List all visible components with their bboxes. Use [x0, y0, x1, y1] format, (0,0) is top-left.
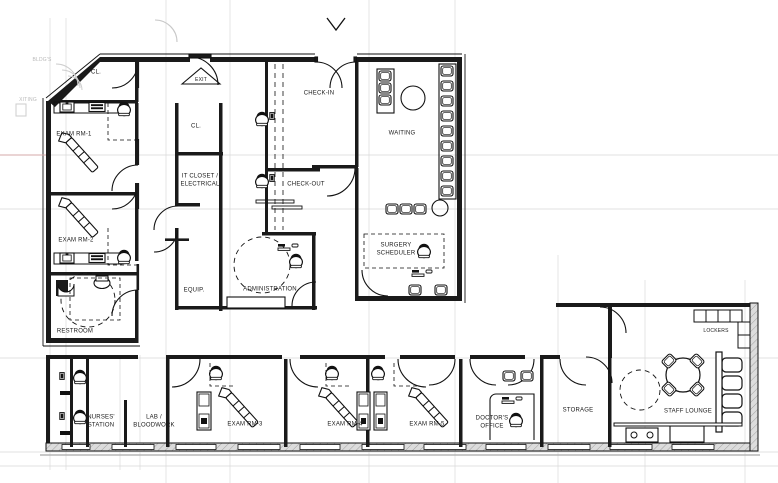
room-label-exam-rm-3: EXAM RM-3	[227, 421, 263, 428]
exterior-walls-upper	[46, 57, 462, 343]
room-label-check-in: CHECK-IN	[303, 90, 335, 97]
room-label-exam-rm-5: EXAM RM-5	[409, 421, 445, 428]
room-label-exam-rm-2: EXAM RM-2	[58, 237, 94, 244]
furniture-checkin-checkout	[254, 64, 303, 230]
room-label-nurses-station: NURSES' STATION	[87, 414, 115, 429]
exit-canopy-symbol	[180, 67, 222, 85]
furniture-staff-lounge	[613, 309, 751, 443]
door-leaves	[136, 62, 358, 296]
room-label-staff-lounge: STAFF LOUNGE	[664, 408, 712, 415]
furniture-surgery-scheduler	[363, 233, 448, 296]
furniture-exam-1	[53, 101, 138, 176]
exterior-wall-skin-upper	[42, 53, 466, 347]
room-label-storage: STORAGE	[562, 407, 594, 414]
room-label-administration: ADMINISTRATION	[243, 286, 297, 293]
exit-label: EXIT	[195, 76, 207, 83]
room-label-exam-rm-1: EXAM RM-1	[56, 131, 92, 138]
furniture-waiting	[376, 63, 457, 217]
room-label-it-closet: IT CLOSET / ELECTRICAL	[180, 173, 220, 188]
room-label-lockers: LOCKERS	[703, 327, 729, 334]
room-label-lab-bloodwork: LAB / BLOODWORK	[133, 414, 175, 429]
room-label-waiting: WAITING	[388, 130, 416, 137]
right-exterior-wall	[749, 302, 759, 452]
room-label-check-out: CHECK-OUT	[287, 181, 325, 188]
room-label-restroom: RESTROOM	[56, 328, 94, 335]
furniture-exam-3	[196, 363, 259, 431]
ghost-text-exiting: XITING	[19, 96, 37, 103]
room-label-cl-1: CL.	[91, 69, 101, 76]
ghost-text-bldg: BLDG'S	[32, 56, 52, 63]
room-label-doctors-office: DOCTOR'S OFFICE	[475, 415, 509, 430]
ghost-construction-lines	[0, 63, 83, 156]
furniture-administration	[226, 236, 304, 309]
furniture-exam-5	[370, 363, 449, 431]
furniture-exam-2	[53, 194, 138, 266]
furniture-nurses-station	[59, 369, 88, 435]
furniture-doctors-office	[489, 370, 535, 440]
room-label-cl-2: CL.	[191, 123, 201, 130]
room-label-equip: EQUIP.	[183, 287, 205, 294]
furniture-restroom	[56, 272, 121, 328]
room-label-surgery-scheduler: SURGERY SCHEDULER	[376, 242, 416, 257]
furniture-exam-4	[315, 363, 371, 431]
room-label-exam-rm-4: EXAM RM-4	[327, 421, 363, 428]
